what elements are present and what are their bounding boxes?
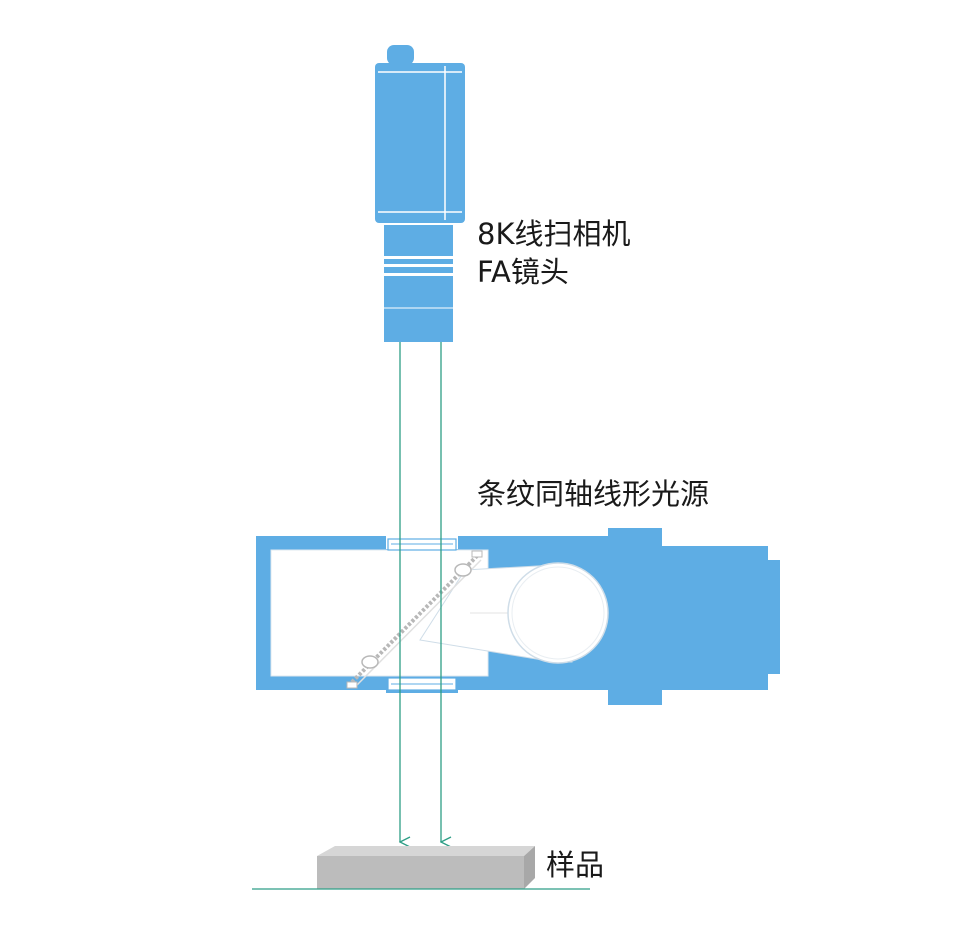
beam-splitter (346, 550, 483, 689)
lens-barrel (384, 276, 453, 342)
camera-body (375, 63, 465, 223)
sample-block (252, 846, 590, 890)
sample-label: 样品 (546, 848, 605, 882)
camera-label-line2: FA镜头 (477, 255, 569, 289)
lens-ring-2 (384, 267, 453, 273)
splitter-clip-top (471, 550, 483, 558)
light-source-label: 条纹同轴线形光源 (477, 477, 710, 511)
splitter-plate (350, 554, 479, 684)
line-scan-camera (375, 45, 465, 342)
sample-side-face (524, 846, 535, 889)
splitter-holder-top (454, 563, 472, 577)
light-lens-circle (507, 562, 609, 664)
camera-top-knob (387, 45, 414, 65)
sample-front-face (317, 856, 524, 889)
camera-label-line1: 8K线扫相机 (477, 217, 631, 251)
lens-ring-1 (384, 259, 453, 264)
light-beams (400, 342, 441, 842)
splitter-holder-bottom (361, 655, 379, 669)
lens-mount (384, 225, 453, 256)
light-lens-inner (511, 566, 605, 660)
sample-top-face (317, 846, 535, 856)
coaxial-line-light-source (256, 528, 780, 705)
fa-lens (384, 225, 453, 342)
splitter-clip-bottom (346, 681, 358, 689)
